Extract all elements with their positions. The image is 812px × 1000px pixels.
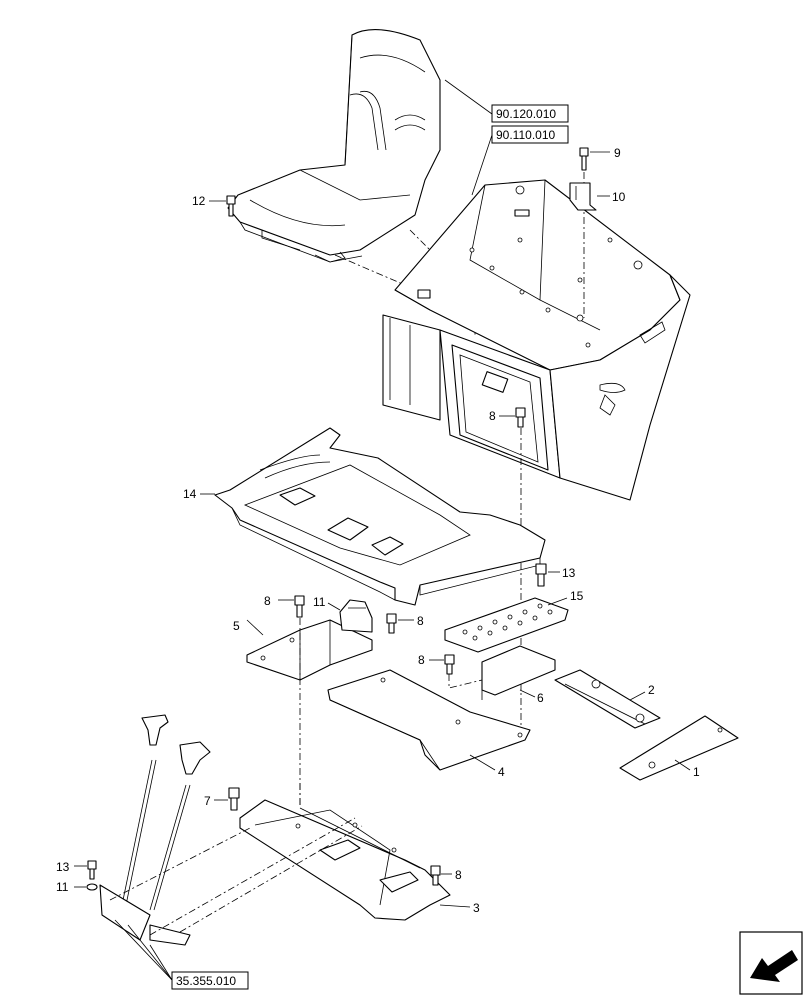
callout-1: 1	[693, 765, 700, 779]
callout-5: 5	[233, 619, 240, 633]
callout-8-mid: 8	[417, 614, 424, 628]
callout-13-right: 13	[562, 566, 576, 580]
callout-13-left: 13	[56, 860, 70, 874]
bolt-8-bracket	[444, 654, 455, 675]
ref-seat-label: 90.120.010	[496, 107, 556, 121]
washer-11	[86, 883, 98, 891]
floor-mat-14	[214, 427, 546, 606]
callout-8-top-left: 8	[264, 594, 271, 608]
callout-8-base: 8	[455, 868, 462, 882]
callout-10: 10	[612, 190, 626, 204]
bracket-10	[569, 182, 597, 211]
callout-8-bracket: 8	[418, 653, 425, 667]
ref-platform-label: 90.110.010	[496, 128, 555, 142]
rail-2	[554, 669, 661, 729]
bolt-8-top-left	[294, 595, 305, 618]
ref-controls-label: 35.355.010	[176, 974, 236, 988]
callout-6: 6	[537, 691, 544, 705]
bolt-9	[579, 147, 589, 171]
bolt-13-left	[87, 860, 97, 880]
seat	[227, 29, 441, 263]
boot-11	[339, 599, 373, 633]
callout-15: 15	[570, 589, 584, 603]
callout-2: 2	[648, 683, 655, 697]
step-plate-15	[444, 597, 569, 653]
bolt-13-right	[535, 563, 547, 587]
cover-plate-4	[327, 669, 531, 771]
bracket-6	[481, 645, 556, 700]
platform-frame	[382, 179, 691, 501]
callout-4: 4	[498, 765, 505, 779]
callout-11-boot: 11	[313, 595, 326, 609]
base-pan-3	[239, 799, 451, 921]
arrow-nav-icon[interactable]	[739, 931, 803, 995]
bolt-7	[228, 787, 240, 811]
callout-9: 9	[614, 146, 621, 160]
wedge-plate-1	[619, 715, 739, 781]
bolt-8-base	[430, 865, 441, 886]
ref-box-seat[interactable]	[491, 104, 569, 123]
ref-box-controls[interactable]	[171, 971, 249, 990]
callout-7: 7	[204, 794, 211, 808]
ref-box-platform[interactable]	[491, 125, 569, 144]
callout-12: 12	[192, 194, 206, 208]
callout-11-washer: 11	[56, 880, 69, 894]
bolt-12	[226, 195, 236, 217]
bolt-8-frame	[515, 407, 526, 428]
bracket-5	[246, 619, 373, 681]
bolt-8-mid	[386, 613, 397, 634]
callout-8-frame: 8	[489, 409, 496, 423]
callout-3: 3	[473, 901, 480, 915]
callout-14: 14	[183, 487, 197, 501]
